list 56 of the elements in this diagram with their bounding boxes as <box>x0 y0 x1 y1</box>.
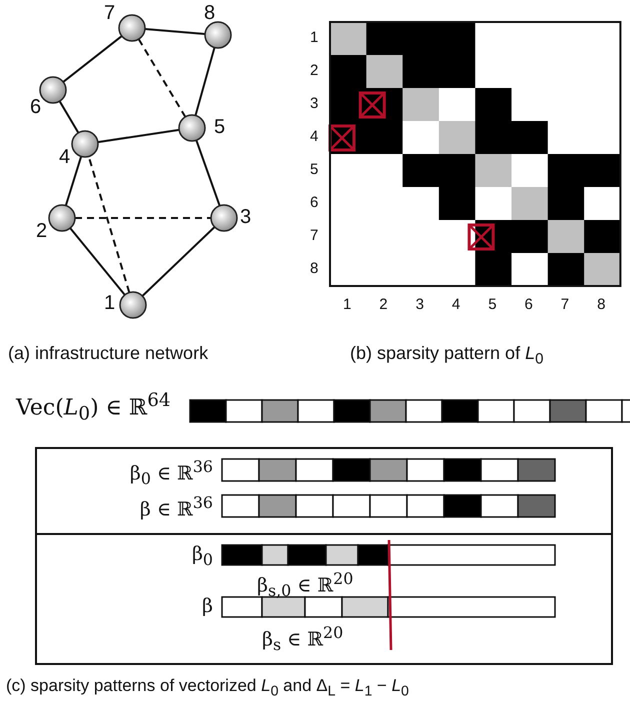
row-number: 5 <box>310 161 318 178</box>
edge-line <box>98 128 180 144</box>
edge-line <box>58 100 80 134</box>
column-number: 7 <box>560 296 570 313</box>
vector-label: β <box>202 595 213 617</box>
vector-label: β$_{s}$ ∈ ℝ$^{20}$ <box>262 623 344 654</box>
network-node <box>119 291 147 319</box>
node-number: 6 <box>30 96 42 119</box>
subfigure-caption: (b) sparsity pattern of L$_{0}$ <box>350 343 544 368</box>
dashed-edge <box>88 156 130 293</box>
network-node <box>210 204 238 232</box>
column-number: 2 <box>379 296 388 313</box>
edge-line <box>142 226 216 297</box>
vector-label: β$_{0}$ <box>192 543 213 569</box>
edge-line <box>194 47 216 116</box>
column-number: 1 <box>343 296 352 313</box>
vector-label: Vec(L$_{0}$) ∈ ℝ$^{64}$ <box>16 390 171 425</box>
row-number: 1 <box>310 29 318 46</box>
vector-label: β$_{0}$ ∈ ℝ$^{36}$ <box>130 457 213 488</box>
node-number: 8 <box>204 2 216 25</box>
node-number: 1 <box>104 292 116 315</box>
edge-line <box>195 140 221 206</box>
row-number: 3 <box>310 95 318 112</box>
node-number: 5 <box>214 116 226 139</box>
network-node <box>178 114 206 142</box>
network-node <box>71 130 99 158</box>
dashed-edge <box>138 38 186 118</box>
row-number: 2 <box>310 62 318 79</box>
node-number: 4 <box>59 146 70 169</box>
edge-line <box>144 28 206 35</box>
row-number: 8 <box>310 260 318 277</box>
node-number: 2 <box>36 220 48 243</box>
column-number: 8 <box>597 296 606 313</box>
node-number: 3 <box>240 206 252 229</box>
subfigure-caption: (c) sparsity patterns of vectorized L$_{0}$ and Δ$_{L}$ = L$_{1}$ − L$_{0}$ <box>6 676 409 700</box>
row-number: 4 <box>310 128 318 145</box>
network-node <box>39 76 67 104</box>
column-number: 4 <box>452 296 460 313</box>
subfigure-caption: (a) infrastructure network <box>8 343 208 364</box>
dashed-edge <box>75 217 211 219</box>
vector-label: β ∈ ℝ$^{36}$ <box>140 493 213 520</box>
edge-line <box>62 35 122 83</box>
panel <box>35 447 613 535</box>
panel <box>35 535 613 665</box>
column-number: 3 <box>416 296 424 313</box>
edge-line <box>69 227 126 296</box>
vector-label: β$_{s,0}$ ∈ ℝ$^{20}$ <box>257 569 354 600</box>
row-number: 6 <box>310 194 318 211</box>
network-node <box>118 14 146 42</box>
column-number: 6 <box>524 296 533 313</box>
node-number: 7 <box>104 2 116 25</box>
edge-line <box>64 156 82 206</box>
network-node <box>204 21 232 49</box>
row-number: 7 <box>310 227 318 244</box>
network-node <box>48 204 76 232</box>
column-number: 5 <box>488 296 497 313</box>
